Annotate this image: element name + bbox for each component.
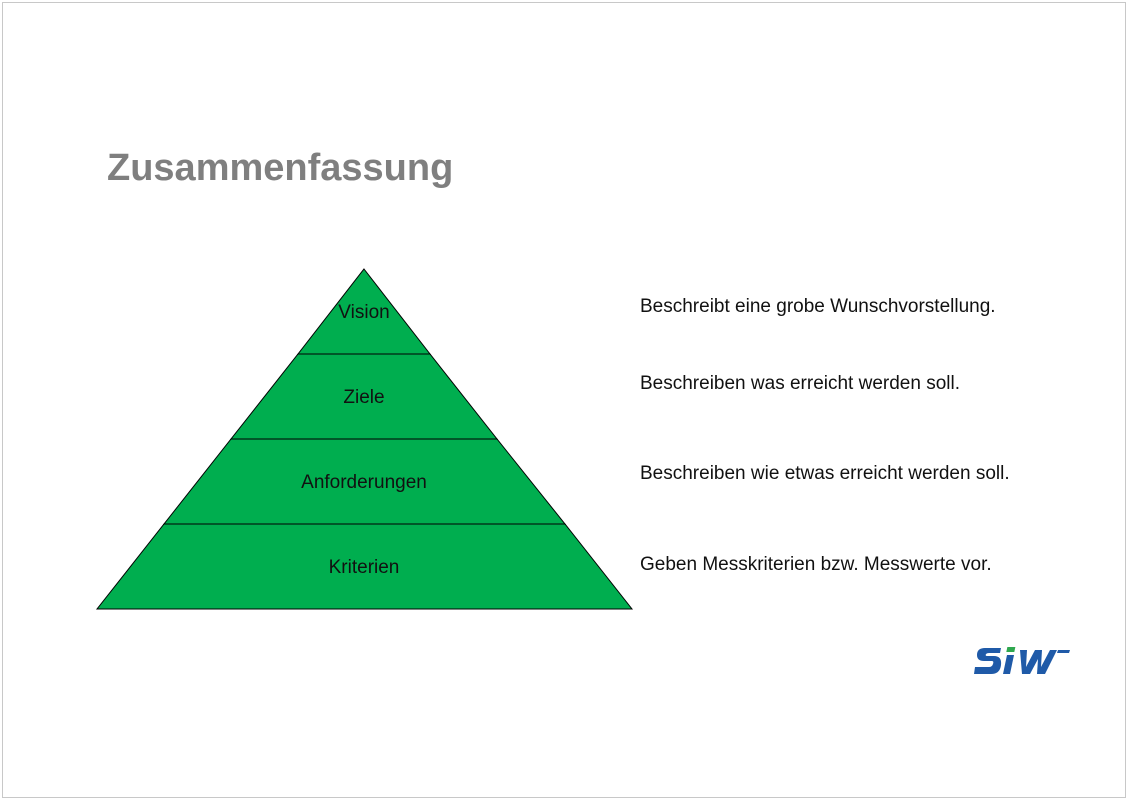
logo-i-dot: [1006, 647, 1016, 652]
description-vision: Beschreibt eine grobe Wunschvorstellung.: [640, 296, 996, 317]
logo-letter-i: [1003, 655, 1014, 674]
level-label-anforderungen: Anforderungen: [301, 472, 427, 493]
level-label-kriterien: Kriterien: [329, 557, 400, 578]
logo-accent-stripe: [1057, 650, 1070, 653]
logo-letter-w: [1020, 650, 1057, 674]
level-label-ziele: Ziele: [343, 387, 384, 408]
logo-letter-s: [974, 648, 1002, 674]
siw-logo: [974, 647, 1070, 674]
level-label-vision: Vision: [338, 302, 389, 323]
description-ziele: Beschreiben was erreicht werden soll.: [640, 373, 960, 394]
description-anforderungen: Beschreiben wie etwas erreicht werden so…: [640, 463, 1010, 484]
slide-title: Zusammenfassung: [107, 147, 454, 189]
description-kriterien: Geben Messkriterien bzw. Messwerte vor.: [640, 554, 992, 575]
pyramid-level-kriterien: [95, 523, 634, 610]
